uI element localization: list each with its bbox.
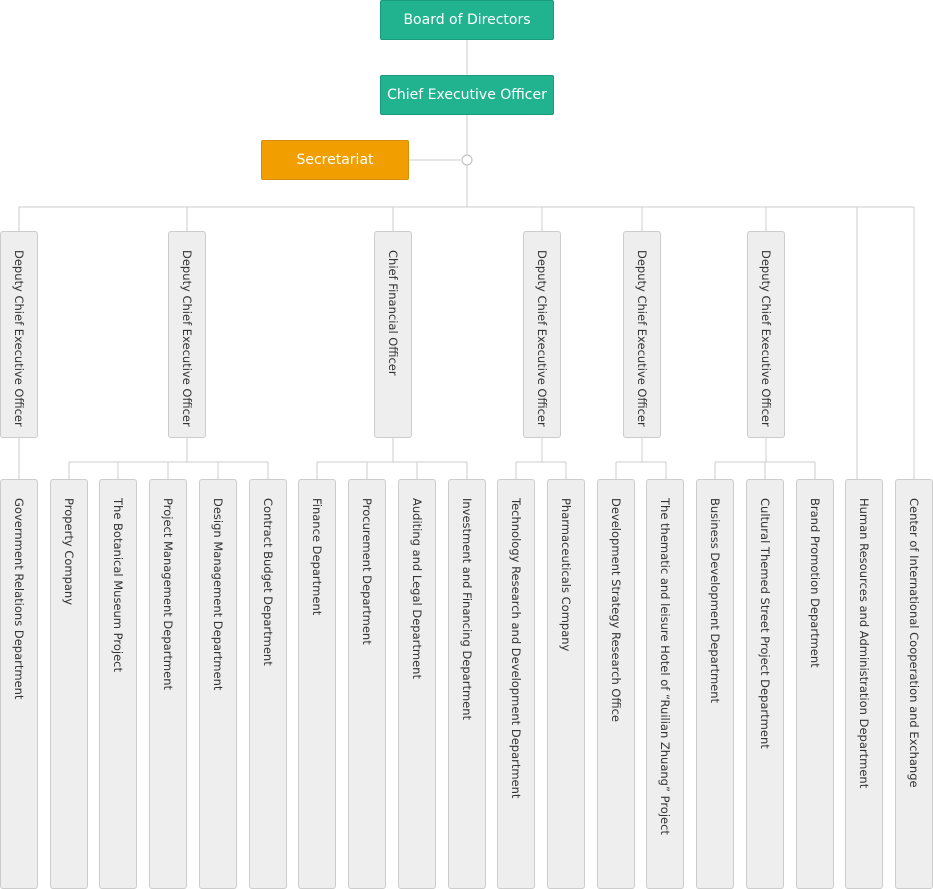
level2-label: Deputy Chief Executive Officer [759, 250, 773, 427]
department-label: Property Company [62, 498, 76, 606]
department-node[interactable]: Procurement Department [348, 479, 386, 889]
department-node[interactable]: Property Company [50, 479, 88, 889]
department-label: Procurement Department [360, 498, 374, 645]
department-node[interactable]: Business Development Department [696, 479, 734, 889]
department-node[interactable]: Design Management Department [199, 479, 237, 889]
department-label: The thematic and leisure Hotel of “Ruili… [658, 498, 672, 835]
department-node[interactable]: Finance Department [298, 479, 336, 889]
department-node[interactable]: Technology Research and Development Depa… [497, 479, 535, 889]
department-label: Auditing and Legal Department [410, 498, 424, 679]
department-node[interactable]: Human Resources and Administration Depar… [845, 479, 883, 889]
department-label: Center of International Cooperation and … [907, 498, 921, 788]
department-label: Human Resources and Administration Depar… [857, 498, 871, 789]
level2-label: Deputy Chief Executive Officer [535, 250, 549, 427]
department-node[interactable]: Cultural Themed Street Project Departmen… [746, 479, 784, 889]
department-node[interactable]: Government Relations Department [0, 479, 38, 889]
department-node[interactable]: Project Management Department [149, 479, 187, 889]
department-node[interactable]: Contract Budget Department [249, 479, 287, 889]
department-label: Investment and Financing Department [460, 498, 474, 721]
department-label: The Botanical Museum Project [111, 498, 125, 672]
department-label: Cultural Themed Street Project Departmen… [758, 498, 772, 749]
department-node[interactable]: Development Strategy Research Office [597, 479, 635, 889]
department-node[interactable]: Pharmaceuticals Company [547, 479, 585, 889]
level2-node[interactable]: Chief Financial Officer [374, 231, 412, 438]
level2-node[interactable]: Deputy Chief Executive Officer [0, 231, 38, 438]
junction-dot [461, 154, 473, 166]
department-label: Contract Budget Department [261, 498, 275, 666]
level2-node[interactable]: Deputy Chief Executive Officer [623, 231, 661, 438]
department-node[interactable]: Brand Promotion Department [796, 479, 834, 889]
department-label: Design Management Department [211, 498, 225, 691]
department-node[interactable]: The Botanical Museum Project [99, 479, 137, 889]
department-label: Development Strategy Research Office [609, 498, 623, 722]
level2-node[interactable]: Deputy Chief Executive Officer [523, 231, 561, 438]
ceo-node[interactable]: Chief Executive Officer [380, 75, 554, 115]
ceo-label: Chief Executive Officer [387, 87, 547, 103]
department-label: Business Development Department [708, 498, 722, 704]
department-label: Finance Department [310, 498, 324, 616]
department-node[interactable]: The thematic and leisure Hotel of “Ruili… [646, 479, 684, 889]
level2-node[interactable]: Deputy Chief Executive Officer [168, 231, 206, 438]
department-label: Project Management Department [161, 498, 175, 691]
department-node[interactable]: Center of International Cooperation and … [895, 479, 933, 889]
level2-label: Deputy Chief Executive Officer [180, 250, 194, 427]
level2-label: Chief Financial Officer [386, 250, 400, 376]
board-label: Board of Directors [403, 12, 531, 28]
department-node[interactable]: Investment and Financing Department [448, 479, 486, 889]
department-label: Pharmaceuticals Company [559, 498, 573, 652]
level2-label: Deputy Chief Executive Officer [12, 250, 26, 427]
department-label: Brand Promotion Department [808, 498, 822, 668]
department-node[interactable]: Auditing and Legal Department [398, 479, 436, 889]
secretariat-node[interactable]: Secretariat [261, 140, 409, 180]
level2-node[interactable]: Deputy Chief Executive Officer [747, 231, 785, 438]
department-label: Technology Research and Development Depa… [509, 498, 523, 799]
board-of-directors-node[interactable]: Board of Directors [380, 0, 554, 40]
level2-label: Deputy Chief Executive Officer [635, 250, 649, 427]
department-label: Government Relations Department [12, 498, 26, 700]
secretariat-label: Secretariat [296, 152, 374, 168]
